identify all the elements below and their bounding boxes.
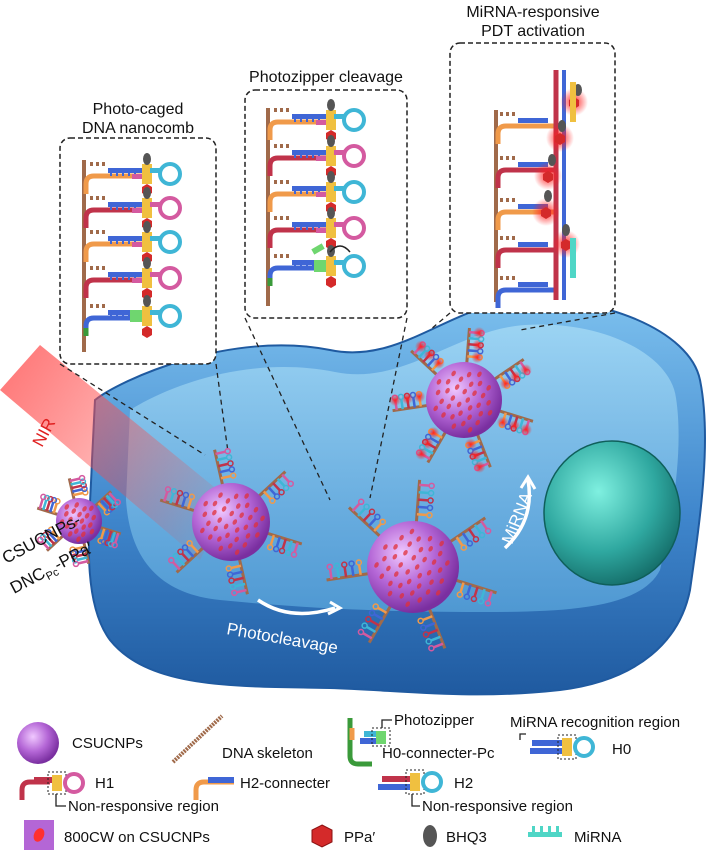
activated-strand bbox=[495, 156, 556, 188]
panel-activation bbox=[449, 42, 616, 314]
photocleavage-arrow bbox=[257, 598, 336, 616]
ppa-mark bbox=[555, 133, 565, 145]
bhq3-mark bbox=[544, 190, 552, 202]
nir-beam bbox=[0, 345, 230, 560]
panel-nanocomb bbox=[59, 137, 217, 365]
legend-800cw: 800CW on CSUCNPs bbox=[64, 829, 210, 846]
csucnp-particle bbox=[159, 447, 303, 597]
legend-h0: H0 bbox=[612, 741, 631, 758]
hairpin-strand bbox=[83, 221, 182, 264]
csucnp-particle bbox=[389, 326, 534, 473]
bound-mirna bbox=[570, 238, 576, 278]
photozipper-pointer bbox=[381, 719, 392, 728]
csucnp-particle bbox=[36, 474, 122, 568]
legend: CSUCNPs DNA skeleton Photozipper H0-conn… bbox=[17, 712, 680, 850]
legend-bhq3-swatch bbox=[423, 825, 437, 847]
activated-strand bbox=[495, 276, 556, 308]
legend-csucnps-swatch bbox=[17, 722, 59, 764]
legend-non-responsive-1: Non-responsive region bbox=[68, 798, 219, 815]
activation-title-line1: MiRNA-responsive bbox=[466, 4, 599, 21]
legend-skeleton-swatch bbox=[171, 714, 224, 764]
hairpin-strand bbox=[83, 295, 182, 338]
assembly-top bbox=[570, 82, 576, 122]
bhq3-mark bbox=[558, 120, 566, 132]
bhq3-mark bbox=[548, 154, 556, 166]
legend-csucnps: CSUCNPs bbox=[72, 735, 143, 752]
legend-ppa: PPa′ bbox=[344, 829, 375, 846]
ppa-mark bbox=[541, 207, 551, 219]
hairpin-strand bbox=[267, 245, 366, 288]
h2-nonresp-pointer bbox=[411, 794, 420, 807]
legend-h0-connecter-swatch bbox=[347, 718, 391, 767]
activated-strand bbox=[495, 236, 556, 268]
legend-non-responsive-2: Non-responsive region bbox=[422, 798, 573, 815]
panel-cleavage bbox=[244, 89, 408, 319]
legend-bhq3: BHQ3 bbox=[446, 829, 487, 846]
mirna-arrow bbox=[503, 479, 532, 550]
panel-titles: Photo-caged DNA nanocomb Photozipper cle… bbox=[82, 4, 600, 137]
h1-nonresp-pointer bbox=[55, 794, 66, 807]
scene-arrows bbox=[257, 474, 537, 616]
legend-h0-connecter-pc: H0-connecter-Pc bbox=[382, 745, 495, 762]
legend-mirna: MiRNA bbox=[574, 829, 622, 846]
csucnp-particle bbox=[326, 479, 497, 652]
activated-strand bbox=[495, 112, 556, 144]
nucleus bbox=[543, 440, 681, 586]
cleavage-title: Photozipper cleavage bbox=[249, 69, 403, 86]
nanocomb-title-line2: DNA nanocomb bbox=[82, 120, 194, 137]
legend-mirna-recognition: MiRNA recognition region bbox=[510, 714, 680, 731]
activated-strand bbox=[495, 198, 556, 230]
cleaved-photozipper bbox=[311, 243, 325, 255]
legend-h2-connecter-swatch bbox=[193, 777, 234, 800]
bhq3-mark bbox=[562, 224, 570, 236]
ppa-mark bbox=[561, 239, 571, 251]
legend-h2-connecter: H2-connecter bbox=[240, 775, 330, 792]
legend-h1-swatch bbox=[19, 771, 85, 800]
legend-h2-swatch bbox=[378, 769, 443, 795]
legend-800cw-swatch bbox=[24, 820, 54, 850]
cleavage-arrow bbox=[329, 245, 351, 253]
hairpin-strand bbox=[267, 207, 366, 250]
ppa-mark bbox=[543, 171, 553, 183]
leader-lines bbox=[59, 312, 616, 501]
legend-h2: H2 bbox=[454, 775, 473, 792]
activation-title-line2: PDT activation bbox=[481, 23, 585, 40]
legend-h1: H1 bbox=[95, 775, 114, 792]
nanocomb-title-line1: Photo-caged bbox=[93, 101, 184, 118]
legend-dna-skeleton: DNA skeleton bbox=[222, 745, 313, 762]
legend-h0-swatch bbox=[519, 733, 595, 760]
legend-photozipper: Photozipper bbox=[394, 712, 474, 729]
hairpin-strand bbox=[267, 171, 366, 214]
legend-mirna-swatch bbox=[528, 826, 562, 837]
legend-ppa-swatch bbox=[311, 824, 333, 848]
